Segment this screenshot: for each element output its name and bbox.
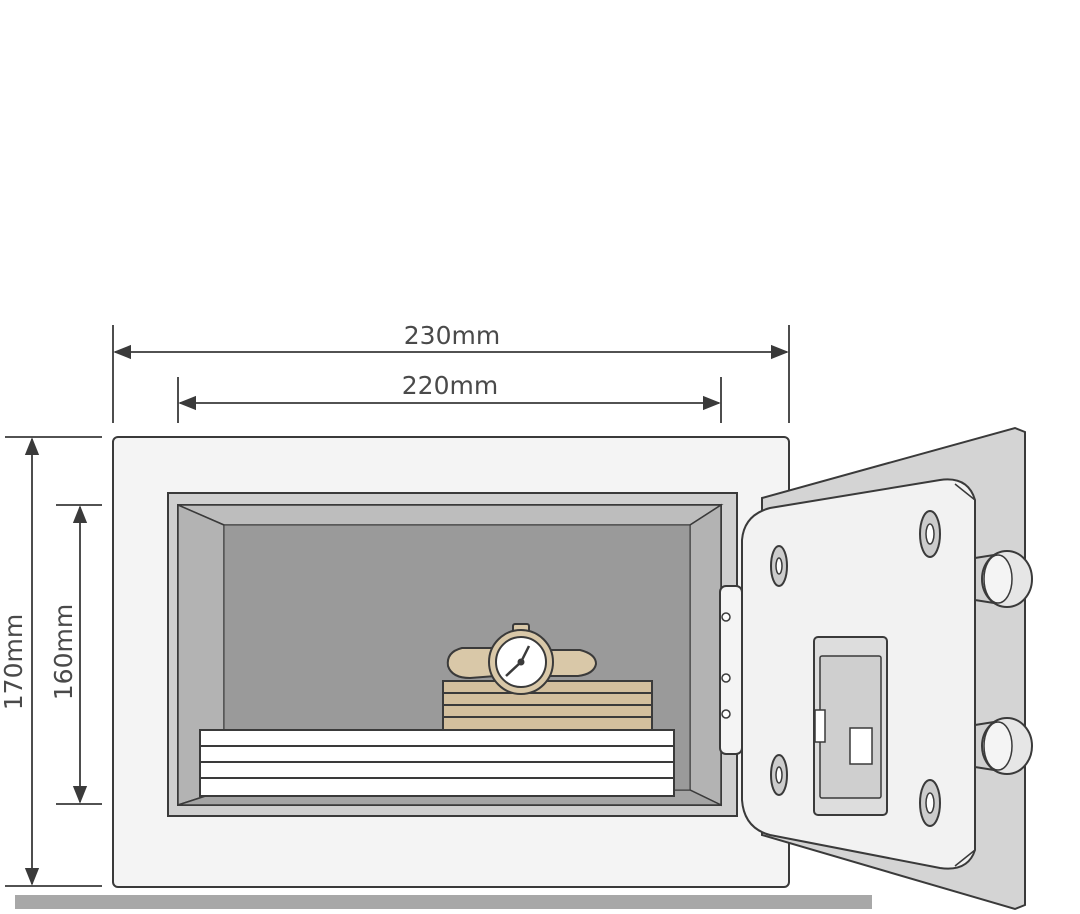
hinge-pin (721, 673, 731, 683)
document-sheet (199, 761, 675, 779)
door-bolt (770, 754, 788, 796)
compartment-latch (814, 709, 826, 743)
interior-right-wall (689, 503, 722, 807)
door-panel-edge (954, 483, 976, 501)
hinge-pin (721, 709, 731, 719)
door-bolt (770, 545, 788, 587)
jewelry-box (442, 680, 653, 731)
jewelry-box-layer (442, 716, 653, 731)
floor-strip (15, 895, 872, 909)
knob-icon (974, 717, 1033, 775)
document-sheet (199, 745, 675, 763)
document-sheet (199, 777, 675, 797)
keypad-icon (813, 636, 888, 816)
safe-door (741, 426, 1033, 911)
inner-height-dimension (56, 504, 102, 805)
jewelry-box-layer (442, 680, 653, 694)
battery-compartment-inner (819, 655, 882, 799)
door-panel-edge (954, 849, 976, 867)
jewelry-box-layer (442, 692, 653, 706)
hinge-icon (719, 585, 743, 755)
inner-width-dimension (177, 377, 722, 423)
interior-top-wall (177, 504, 724, 526)
knob-rim (983, 554, 1013, 604)
watch-strap-left (446, 647, 498, 680)
outer-width-dimension (112, 325, 790, 423)
compartment-button (849, 727, 873, 765)
outer-width-label: 230mm (404, 321, 500, 350)
document-stack (199, 729, 675, 797)
knob-rim (983, 721, 1013, 771)
outer-height-label: 170mm (0, 614, 28, 710)
door-bolt (919, 510, 941, 558)
watch-strap-right (546, 649, 598, 677)
door-hinge (719, 585, 743, 755)
watch-hand-pivot (517, 658, 525, 666)
knob-icon (974, 550, 1033, 608)
jewelry-box-layer (442, 704, 653, 718)
inner-width-label: 220mm (402, 371, 498, 400)
document-sheet (199, 729, 675, 747)
outer-height-dimension (5, 436, 102, 887)
door-bolt (919, 779, 941, 827)
watch-icon (446, 623, 598, 695)
inner-height-label: 160mm (49, 604, 78, 700)
hinge-pin (721, 612, 731, 622)
